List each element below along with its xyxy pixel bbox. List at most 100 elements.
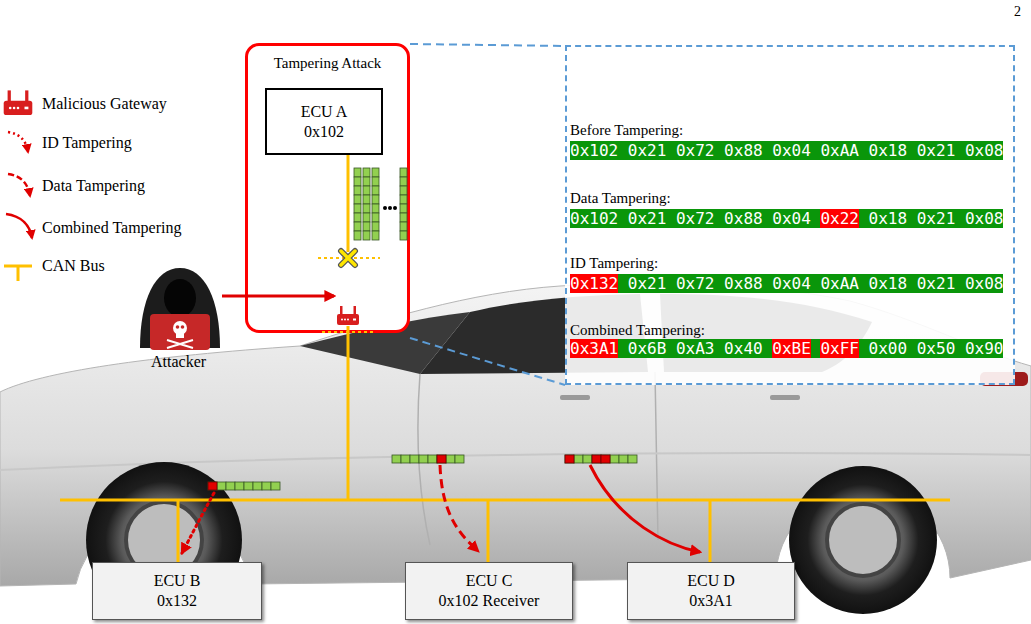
can-bus <box>60 500 950 562</box>
legend-text: Combined Tampering <box>42 218 181 238</box>
face <box>164 279 196 317</box>
ellipsis-dot <box>383 206 387 210</box>
hex-byte: 0xAA <box>820 274 859 293</box>
hex-byte: 0x3A1 <box>570 339 618 358</box>
hood <box>140 268 220 348</box>
actor-label: Attacker <box>151 352 206 372</box>
ecu-box: ECU B0x132 <box>92 562 262 620</box>
hex-row: 0x1320x210x720x880x040xAA0x180x210x08 <box>570 274 1003 293</box>
hex-byte: 0x88 <box>724 141 763 160</box>
attack-arrow <box>222 295 334 298</box>
solid-arrow-sample <box>6 214 32 238</box>
hex-byte: 0xAA <box>820 141 859 160</box>
data-tamper-arrow <box>440 465 478 551</box>
hex-byte: 0x18 <box>869 209 908 228</box>
hex-byte: 0x88 <box>724 274 763 293</box>
tampered-cell <box>208 482 217 490</box>
hex-byte: 0x21 <box>917 209 956 228</box>
message-bar <box>363 168 370 240</box>
legend-samples <box>4 90 33 281</box>
hex-byte: 0x88 <box>724 209 763 228</box>
tampered-cell <box>565 455 574 463</box>
combined-tamper-arrow <box>590 465 700 552</box>
can-line <box>347 326 350 500</box>
message-bar <box>392 455 464 463</box>
hex-byte: 0x40 <box>724 339 763 358</box>
gateway-path <box>318 155 380 500</box>
hex-byte: 0xFF <box>820 339 859 358</box>
message-bar <box>208 482 280 490</box>
hex-row: 0x3A10x6B0xA30x400xBE0xFF0x000x500x90 <box>570 339 1003 358</box>
can-bus-sample <box>4 266 32 281</box>
malicious-gateway <box>337 306 359 325</box>
hex-byte: 0x21 <box>917 141 956 160</box>
ecu-box: ECU C0x102 Receiver <box>405 562 573 620</box>
hex-byte: 0x102 <box>570 141 618 160</box>
ecu-box: ECU A0x102 <box>265 88 383 155</box>
block-mark <box>341 251 355 265</box>
hex-byte: 0x90 <box>965 339 1004 358</box>
legend-text: ID Tampering <box>42 133 132 153</box>
hex-row: 0x1020x210x720x880x040x220x180x210x08 <box>570 209 1003 228</box>
legend-text: Data Tampering <box>42 176 145 196</box>
hex-byte: 0x04 <box>772 274 811 293</box>
message-bar <box>372 168 379 240</box>
bus-line <box>60 499 950 502</box>
legend-text: CAN Bus <box>42 256 105 276</box>
ecu-box: ECU D0x3A1 <box>627 562 795 620</box>
door-line <box>418 372 658 545</box>
node-title: ECU B <box>154 571 201 591</box>
hex-byte: 0x08 <box>965 141 1004 160</box>
bus-drop <box>178 500 710 562</box>
hex-byte: 0x21 <box>917 274 956 293</box>
node-text: Data Tampering: <box>570 189 671 207</box>
hex-byte: 0x04 <box>772 141 811 160</box>
node-text: 0x102 Receiver <box>439 591 540 611</box>
node-text: Combined Tampering: <box>570 321 705 339</box>
block-mark-outline <box>341 251 355 265</box>
dashed-arrow-sample <box>8 174 30 196</box>
hex-byte: 0xBE <box>772 339 811 358</box>
wheel-rim <box>827 504 899 576</box>
ellipsis-dot <box>388 206 392 210</box>
node-title: Before Tampering: <box>570 121 683 139</box>
crossbones <box>167 340 193 348</box>
skull <box>173 321 187 335</box>
hex-byte: 0x6B <box>628 339 667 358</box>
hex-byte: 0x102 <box>570 209 618 228</box>
ellipsis-dot <box>393 206 397 210</box>
gateway-icon <box>4 90 33 115</box>
message-bar <box>565 455 637 463</box>
node-text: 0x3A1 <box>689 591 733 611</box>
legend-text: Malicious Gateway <box>42 94 167 114</box>
node-text: ID Tampering: <box>570 254 658 272</box>
hex-byte: 0x18 <box>869 274 908 293</box>
door-handle <box>770 395 800 400</box>
hex-row: 0x1020x210x720x880x040xAA0x180x210x08 <box>570 141 1003 160</box>
hex-byte: 0x00 <box>869 339 908 358</box>
hex-byte: 0x21 <box>628 209 667 228</box>
rear-wheel <box>789 466 937 614</box>
laptop <box>150 314 210 350</box>
hex-byte: 0x22 <box>820 209 859 228</box>
zoom-line <box>410 338 565 385</box>
hex-byte: 0x50 <box>917 339 956 358</box>
tampered-cell <box>592 455 601 463</box>
message-stack <box>354 168 407 240</box>
tampered-cell <box>601 455 610 463</box>
id-tamper-arrow <box>182 493 214 553</box>
attacker-figure <box>140 268 220 350</box>
tamper-arrows <box>182 465 700 553</box>
hex-byte: 0x21 <box>628 274 667 293</box>
dotted-arrow-sample <box>8 132 28 152</box>
node-text: 0x132 <box>157 591 197 611</box>
hex-byte: 0x08 <box>965 209 1004 228</box>
dotted-bus <box>318 257 380 259</box>
attack-frame: Tampering AttackECU A0x102 <box>245 43 410 333</box>
node-text: 0x102 <box>304 122 344 142</box>
node-title: ECU A <box>301 102 348 122</box>
